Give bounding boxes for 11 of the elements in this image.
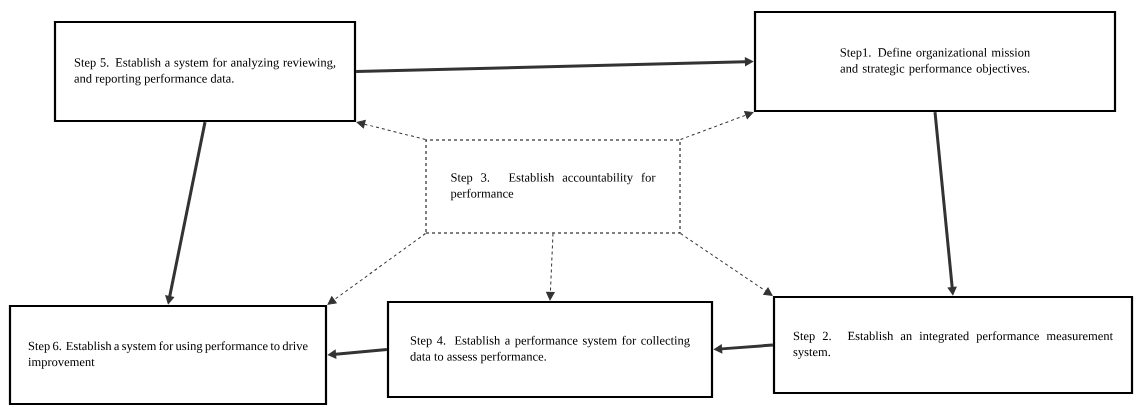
step-box: Step 6. Establish a system for using performance to drive improvement [8,304,328,406]
arrow [327,233,426,305]
dashed-box: Step 3. Establish accountability for performance [425,139,681,234]
step-box: Step1. Define organizational mission and strategic performance objectives. [753,10,1117,113]
arrow [356,119,426,140]
arrow [546,233,555,301]
arrow [680,111,754,140]
step-box: Step 2. Establish an integrated performance measurement system. [772,295,1134,395]
step-box: Step 4. Establish a performance system for collecting data to assess performance. [386,300,714,399]
arrow [680,233,773,296]
step-box: Step 5. Establish a system for analyzing reviewing, and reporting performance data. [53,20,357,123]
